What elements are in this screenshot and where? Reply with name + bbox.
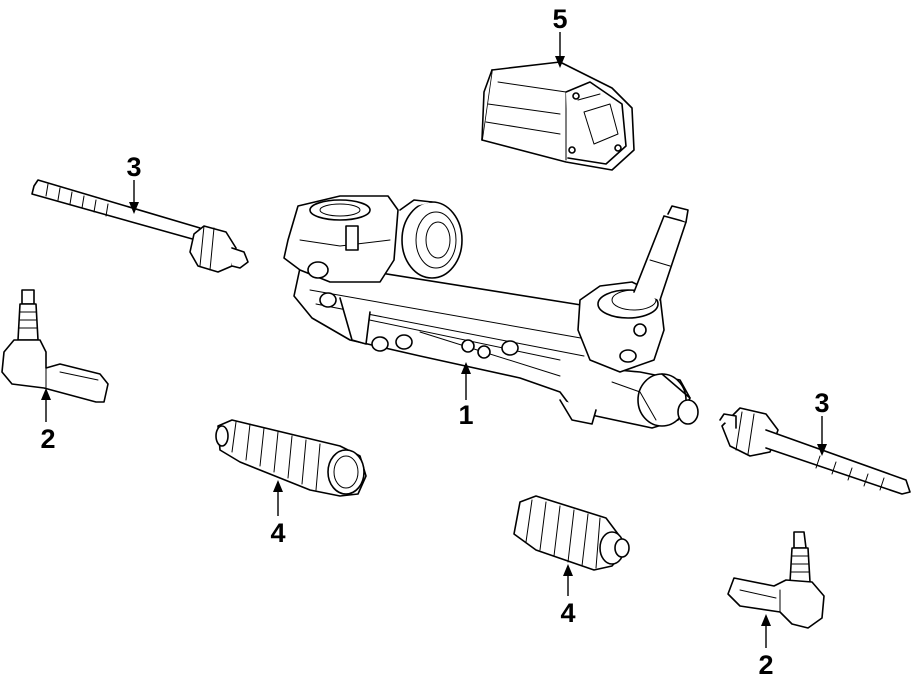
outer-tie-rod-left-part[interactable] bbox=[1, 289, 109, 403]
callout-inner-tie-rod-right: 3 bbox=[814, 388, 829, 418]
callout-boot-right: 4 bbox=[560, 598, 575, 628]
callout-outer-tie-rod-right: 2 bbox=[758, 650, 773, 680]
boot-right-part[interactable] bbox=[513, 495, 630, 571]
inner-tie-rod-left-part[interactable] bbox=[31, 179, 249, 273]
callout-outer-tie-rod-left: 2 bbox=[40, 424, 55, 454]
outer-tie-rod-right-part[interactable] bbox=[727, 531, 825, 629]
callout-rack-gear: 1 bbox=[458, 400, 473, 430]
callout-inner-tie-rod-left: 3 bbox=[126, 152, 141, 182]
boot-left-part[interactable] bbox=[215, 419, 367, 497]
steering-rack-gear-part[interactable] bbox=[283, 195, 699, 429]
leader-lines bbox=[41, 32, 827, 648]
callout-boot-left: 4 bbox=[270, 518, 285, 548]
motor-module-part[interactable] bbox=[481, 61, 635, 171]
callout-motor-module: 5 bbox=[552, 4, 567, 34]
inner-tie-rod-right-part[interactable] bbox=[719, 407, 911, 495]
